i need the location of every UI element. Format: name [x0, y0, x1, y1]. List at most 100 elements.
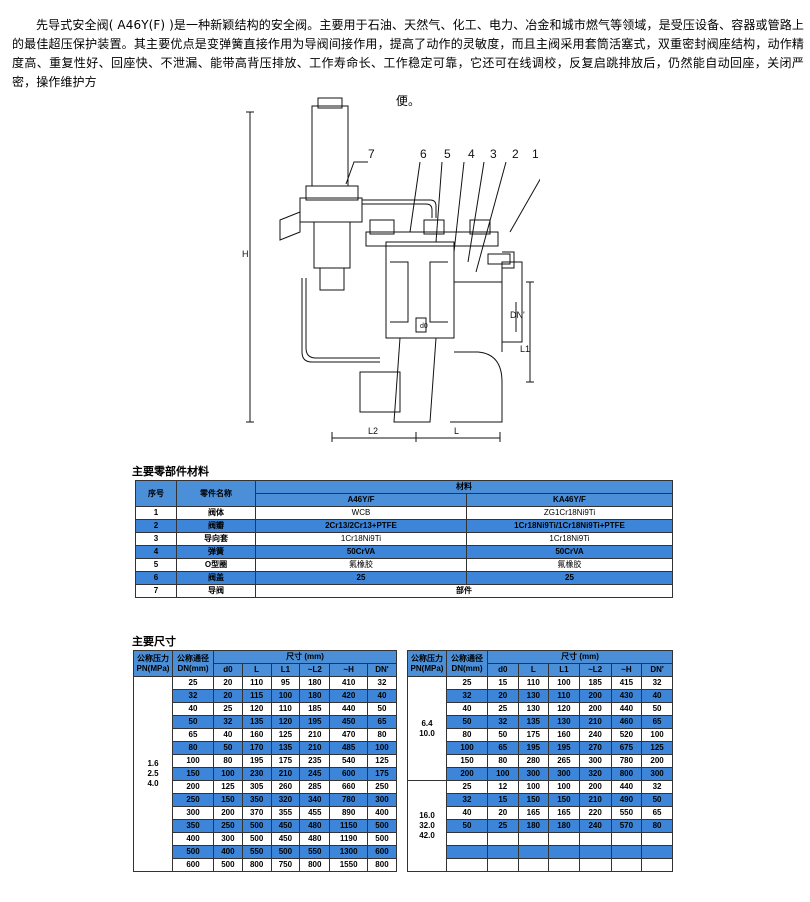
- dim-cell: 20: [213, 676, 243, 690]
- dim-cell: 455: [299, 806, 331, 820]
- dim-cell: 800: [610, 767, 643, 781]
- dim-cell: 25: [487, 702, 519, 716]
- dim-cell: [548, 858, 580, 872]
- dn-cell: 50: [446, 715, 488, 729]
- dim-cell: 50: [641, 793, 673, 807]
- dim-cell: 65: [366, 715, 398, 729]
- dim-cell: 130: [517, 689, 550, 703]
- dim-cell: 240: [578, 728, 612, 742]
- dim-cell: 110: [548, 689, 580, 703]
- dim-cell: [641, 832, 673, 846]
- dim-cell: 195: [517, 741, 550, 755]
- dn-cell: 50: [446, 819, 488, 833]
- dim-cell: 15: [487, 793, 519, 807]
- dn-cell: 400: [172, 832, 214, 846]
- dim-cell: 280: [517, 754, 550, 768]
- dn-cell: 200: [446, 767, 488, 781]
- dim-cell: 200: [578, 780, 612, 794]
- dim-cell: 890: [329, 806, 368, 820]
- dim-cell: [517, 858, 550, 872]
- dn-cell: 150: [172, 767, 214, 781]
- dim-cell: 485: [329, 741, 368, 755]
- dim-cell: 175: [366, 767, 398, 781]
- dim-cell: 180: [548, 819, 580, 833]
- dim-cell: 200: [578, 689, 612, 703]
- dim-cell: 430: [610, 689, 643, 703]
- callout-4: 4: [468, 147, 475, 161]
- dim-cell: 100: [517, 780, 550, 794]
- dim-cell: 420: [329, 689, 368, 703]
- dim-cell: 320: [578, 767, 612, 781]
- dim-cell: 110: [241, 676, 272, 690]
- intro-paragraph: 先导式安全阀( A46Y(F) )是一种新颖结构的安全阀。主要用于石油、天然气、…: [12, 16, 804, 111]
- dim-cell: 150: [548, 793, 580, 807]
- header-pn: 公称压力 PN(MPa): [133, 650, 173, 677]
- dim-cell: 265: [548, 754, 580, 768]
- dim-cell: 500: [241, 819, 272, 833]
- pn-cell: 16.0 32.0 42.0: [407, 780, 447, 872]
- dim-cell: 480: [299, 819, 331, 833]
- dim-cell: 110: [270, 702, 301, 716]
- dim-cell: 210: [578, 715, 612, 729]
- dim-cell: 65: [641, 806, 673, 820]
- dim-cell: 355: [270, 806, 301, 820]
- dim-cell: 600: [366, 845, 398, 859]
- dim-cell: 210: [299, 741, 331, 755]
- dim-cell: [487, 845, 519, 859]
- dim-cell: 780: [329, 793, 368, 807]
- dim-cell: 175: [270, 754, 301, 768]
- dim-cell: 80: [366, 728, 398, 742]
- dim-cell: 1300: [329, 845, 368, 859]
- dim-cell: 490: [610, 793, 643, 807]
- dim-cell: 40: [366, 689, 398, 703]
- dim-cell: 245: [299, 767, 331, 781]
- dim-cell: 100: [641, 728, 673, 742]
- dn-cell: [446, 858, 488, 872]
- dim-cell: 160: [241, 728, 272, 742]
- dim-cell: 200: [641, 754, 673, 768]
- dim-cell: 195: [241, 754, 272, 768]
- dim-cell: 25: [213, 702, 243, 716]
- dim-cell: 50: [641, 702, 673, 716]
- dim-cell: 110: [517, 676, 550, 690]
- dim-l: L: [454, 426, 459, 436]
- dim-cell: 1550: [329, 858, 368, 872]
- dim-cell: 550: [299, 845, 331, 859]
- dim-cell: 285: [299, 780, 331, 794]
- dim-cell: 180: [517, 819, 550, 833]
- dim-cell: 80: [213, 754, 243, 768]
- dim-cell: 130: [517, 702, 550, 716]
- dim-cell: 120: [241, 702, 272, 716]
- dim-cell: 300: [213, 832, 243, 846]
- dim-cell: [548, 845, 580, 859]
- pn-cell: 1.6 2.5 4.0: [133, 676, 173, 872]
- dim-cell: 20: [487, 689, 519, 703]
- dim-cell: 32: [487, 715, 519, 729]
- dim-cell: 220: [578, 806, 612, 820]
- dim-cell: 115: [241, 689, 272, 703]
- intro-text-end: 便。: [395, 94, 421, 108]
- dim-h: H: [242, 249, 249, 259]
- dim-cell: [610, 845, 643, 859]
- dim-cell: 50: [213, 741, 243, 755]
- header-size: 尺寸 (mm): [213, 650, 397, 664]
- dim-cell: 100: [366, 741, 398, 755]
- callout-1: 1: [532, 147, 539, 161]
- dim-cell: 500: [213, 858, 243, 872]
- dim-cell: 320: [270, 793, 301, 807]
- dim-cell: 50: [487, 728, 519, 742]
